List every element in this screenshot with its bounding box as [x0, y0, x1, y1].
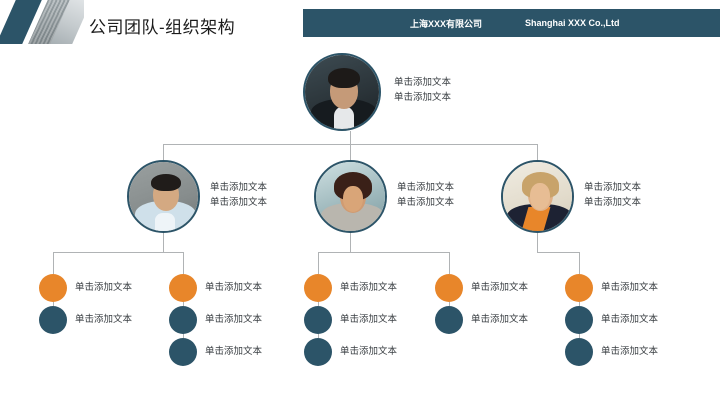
label-line-2: 单击添加文本	[394, 92, 452, 103]
bullet-dot[interactable]	[169, 274, 197, 302]
connector-l2-drop-2	[350, 144, 351, 160]
bullet-dot[interactable]	[39, 274, 67, 302]
bullet-label: 单击添加文本	[205, 282, 263, 293]
bullet-dot[interactable]	[565, 274, 593, 302]
bullet-dot[interactable]	[304, 338, 332, 366]
connector-g2-bus	[318, 252, 450, 253]
connector-g1-drop-a	[53, 252, 54, 274]
label-line-2: 单击添加文本	[584, 197, 642, 208]
bullet-label: 单击添加文本	[601, 314, 659, 325]
bullet-dot[interactable]	[304, 274, 332, 302]
bullet-dot[interactable]	[304, 306, 332, 334]
portrait-female-curly	[316, 162, 385, 231]
label-line-1: 单击添加文本	[210, 182, 268, 193]
bullet-label: 单击添加文本	[471, 314, 529, 325]
bullet-dot[interactable]	[565, 338, 593, 366]
org-node-level2-1-label: 单击添加文本 单击添加文本	[210, 180, 267, 210]
avatar	[501, 160, 574, 233]
connector-l1-stem	[350, 131, 351, 145]
bullet-label: 单击添加文本	[471, 282, 529, 293]
org-node-level1-label: 单击添加文本 单击添加文本	[394, 75, 451, 105]
avatar	[303, 53, 381, 131]
bullet-dot[interactable]	[169, 338, 197, 366]
bullet-label: 单击添加文本	[340, 282, 398, 293]
logo-mark	[0, 0, 84, 44]
connector-g2-drop-b	[449, 252, 450, 274]
label-line-2: 单击添加文本	[397, 197, 455, 208]
label-line-1: 单击添加文本	[584, 182, 642, 193]
bullet-label: 单击添加文本	[340, 314, 398, 325]
bullet-dot[interactable]	[39, 306, 67, 334]
label-line-2: 单击添加文本	[210, 197, 268, 208]
connector-g1-drop-b	[183, 252, 184, 274]
org-node-level2-3-label: 单击添加文本 单击添加文本	[584, 180, 641, 210]
org-node-level2-2-label: 单击添加文本 单击添加文本	[397, 180, 454, 210]
bullet-label: 单击添加文本	[75, 282, 133, 293]
bullet-label: 单击添加文本	[340, 346, 398, 357]
portrait-male-blue-shirt	[129, 162, 198, 231]
connector-g3-stem	[537, 233, 538, 252]
connector-g3-bus	[537, 252, 580, 253]
page-title: 公司团队-组织架构	[89, 18, 236, 37]
bullet-label: 单击添加文本	[205, 314, 263, 325]
portrait-male-dark	[305, 55, 379, 129]
company-name-en: Shanghai XXX Co.,Ltd	[525, 18, 620, 28]
connector-g2-stem	[350, 233, 351, 252]
bullet-dot[interactable]	[565, 306, 593, 334]
connector-g1-bus	[53, 252, 184, 253]
avatar	[314, 160, 387, 233]
bullet-label: 单击添加文本	[601, 282, 659, 293]
connector-g3-drop-a	[579, 252, 580, 274]
company-name-cn: 上海XXX有限公司	[410, 18, 483, 29]
avatar	[127, 160, 200, 233]
connector-l2-drop-1	[163, 144, 164, 160]
bullet-label: 单击添加文本	[601, 346, 659, 357]
bullet-dot[interactable]	[435, 274, 463, 302]
bullet-label: 单击添加文本	[205, 346, 263, 357]
label-line-1: 单击添加文本	[394, 77, 452, 88]
bullet-dot[interactable]	[435, 306, 463, 334]
label-line-1: 单击添加文本	[397, 182, 455, 193]
connector-l2-drop-3	[537, 144, 538, 160]
company-banner: 上海XXX有限公司 Shanghai XXX Co.,Ltd	[303, 9, 720, 37]
bullet-label: 单击添加文本	[75, 314, 133, 325]
connector-g2-drop-a	[318, 252, 319, 274]
portrait-female-blonde	[503, 162, 572, 231]
connector-g1-stem	[163, 233, 164, 252]
bullet-dot[interactable]	[169, 306, 197, 334]
